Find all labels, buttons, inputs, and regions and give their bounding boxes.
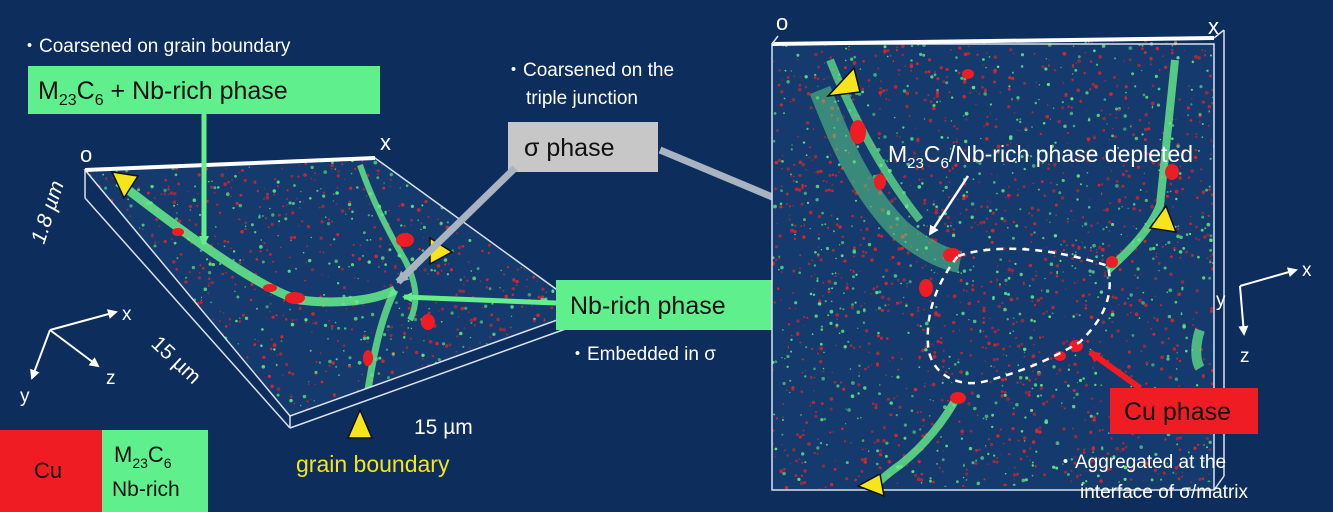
left-width-a-label: 15 µm [147, 332, 206, 389]
right-axis-x: x [1302, 260, 1312, 281]
cu-phase-box [1110, 388, 1258, 434]
sigma-box-text: σ phase [524, 134, 615, 162]
right-marker-top [826, 66, 861, 97]
depleted-label: M23C6/Nb-rich phase depleted [888, 141, 1193, 172]
left-corner-o: o [80, 142, 92, 167]
right-corner-x: x [1208, 14, 1219, 39]
embedded-note: ・Embedded in σ [568, 344, 716, 365]
sigma-grain-outline [926, 247, 1111, 385]
box-m23c6-nb-text: M23C6 + Nb-rich phase [38, 77, 288, 109]
legend: Cu M23C6 Nb-rich [0, 430, 208, 512]
legend-cu-label: Cu [34, 458, 62, 483]
note-grain-boundary: ・Coarsened on grain boundary [20, 36, 291, 57]
nb-rich-box-text: Nb-rich phase [570, 292, 726, 320]
legend-cu-swatch [0, 430, 102, 512]
legend-m23c6-label: M23C6 [114, 442, 172, 471]
left-axis-z: z [106, 368, 116, 389]
cu-phase-box-text: Cu phase [1124, 398, 1231, 426]
left-thickness-label: 1.8 µm [27, 178, 69, 247]
arrow-depleted [928, 175, 970, 236]
legend-nb-rich-label: Nb-rich [112, 478, 180, 501]
box-m23c6-nb [28, 66, 380, 114]
sigma-box [508, 122, 658, 172]
arrow-sigma-left [395, 165, 518, 285]
note-triple-2: triple junction [526, 88, 638, 109]
left-axis-x: x [122, 304, 132, 325]
aggregated-note-1: ・Aggregated at the [1056, 452, 1226, 473]
left-volume-face [85, 158, 585, 416]
left-corner-x: x [380, 130, 391, 155]
nb-rich-box [556, 280, 774, 330]
right-axes [1238, 267, 1298, 336]
arrow-cu [1088, 349, 1142, 391]
left-axes [30, 309, 118, 380]
left-marker-top [110, 171, 140, 200]
right-axis-z: z [1240, 346, 1250, 367]
left-marker-bottom [346, 408, 374, 439]
arrow-nb-left [402, 292, 557, 306]
right-marker-right [1148, 204, 1178, 233]
legend-nb-swatch [102, 430, 208, 512]
left-volume [83, 156, 587, 429]
right-axis-y: y [1216, 290, 1226, 311]
right-corner-o: o [776, 10, 788, 35]
left-width-b-label: 15 µm [414, 416, 473, 439]
right-marker-bottom [856, 472, 885, 498]
aggregated-note-2: interface of σ/matrix [1080, 482, 1249, 503]
note-triple-1: ・Coarsened on the [504, 60, 674, 81]
left-axis-y: y [20, 386, 30, 407]
grain-boundary-label: grain boundary [296, 451, 450, 477]
